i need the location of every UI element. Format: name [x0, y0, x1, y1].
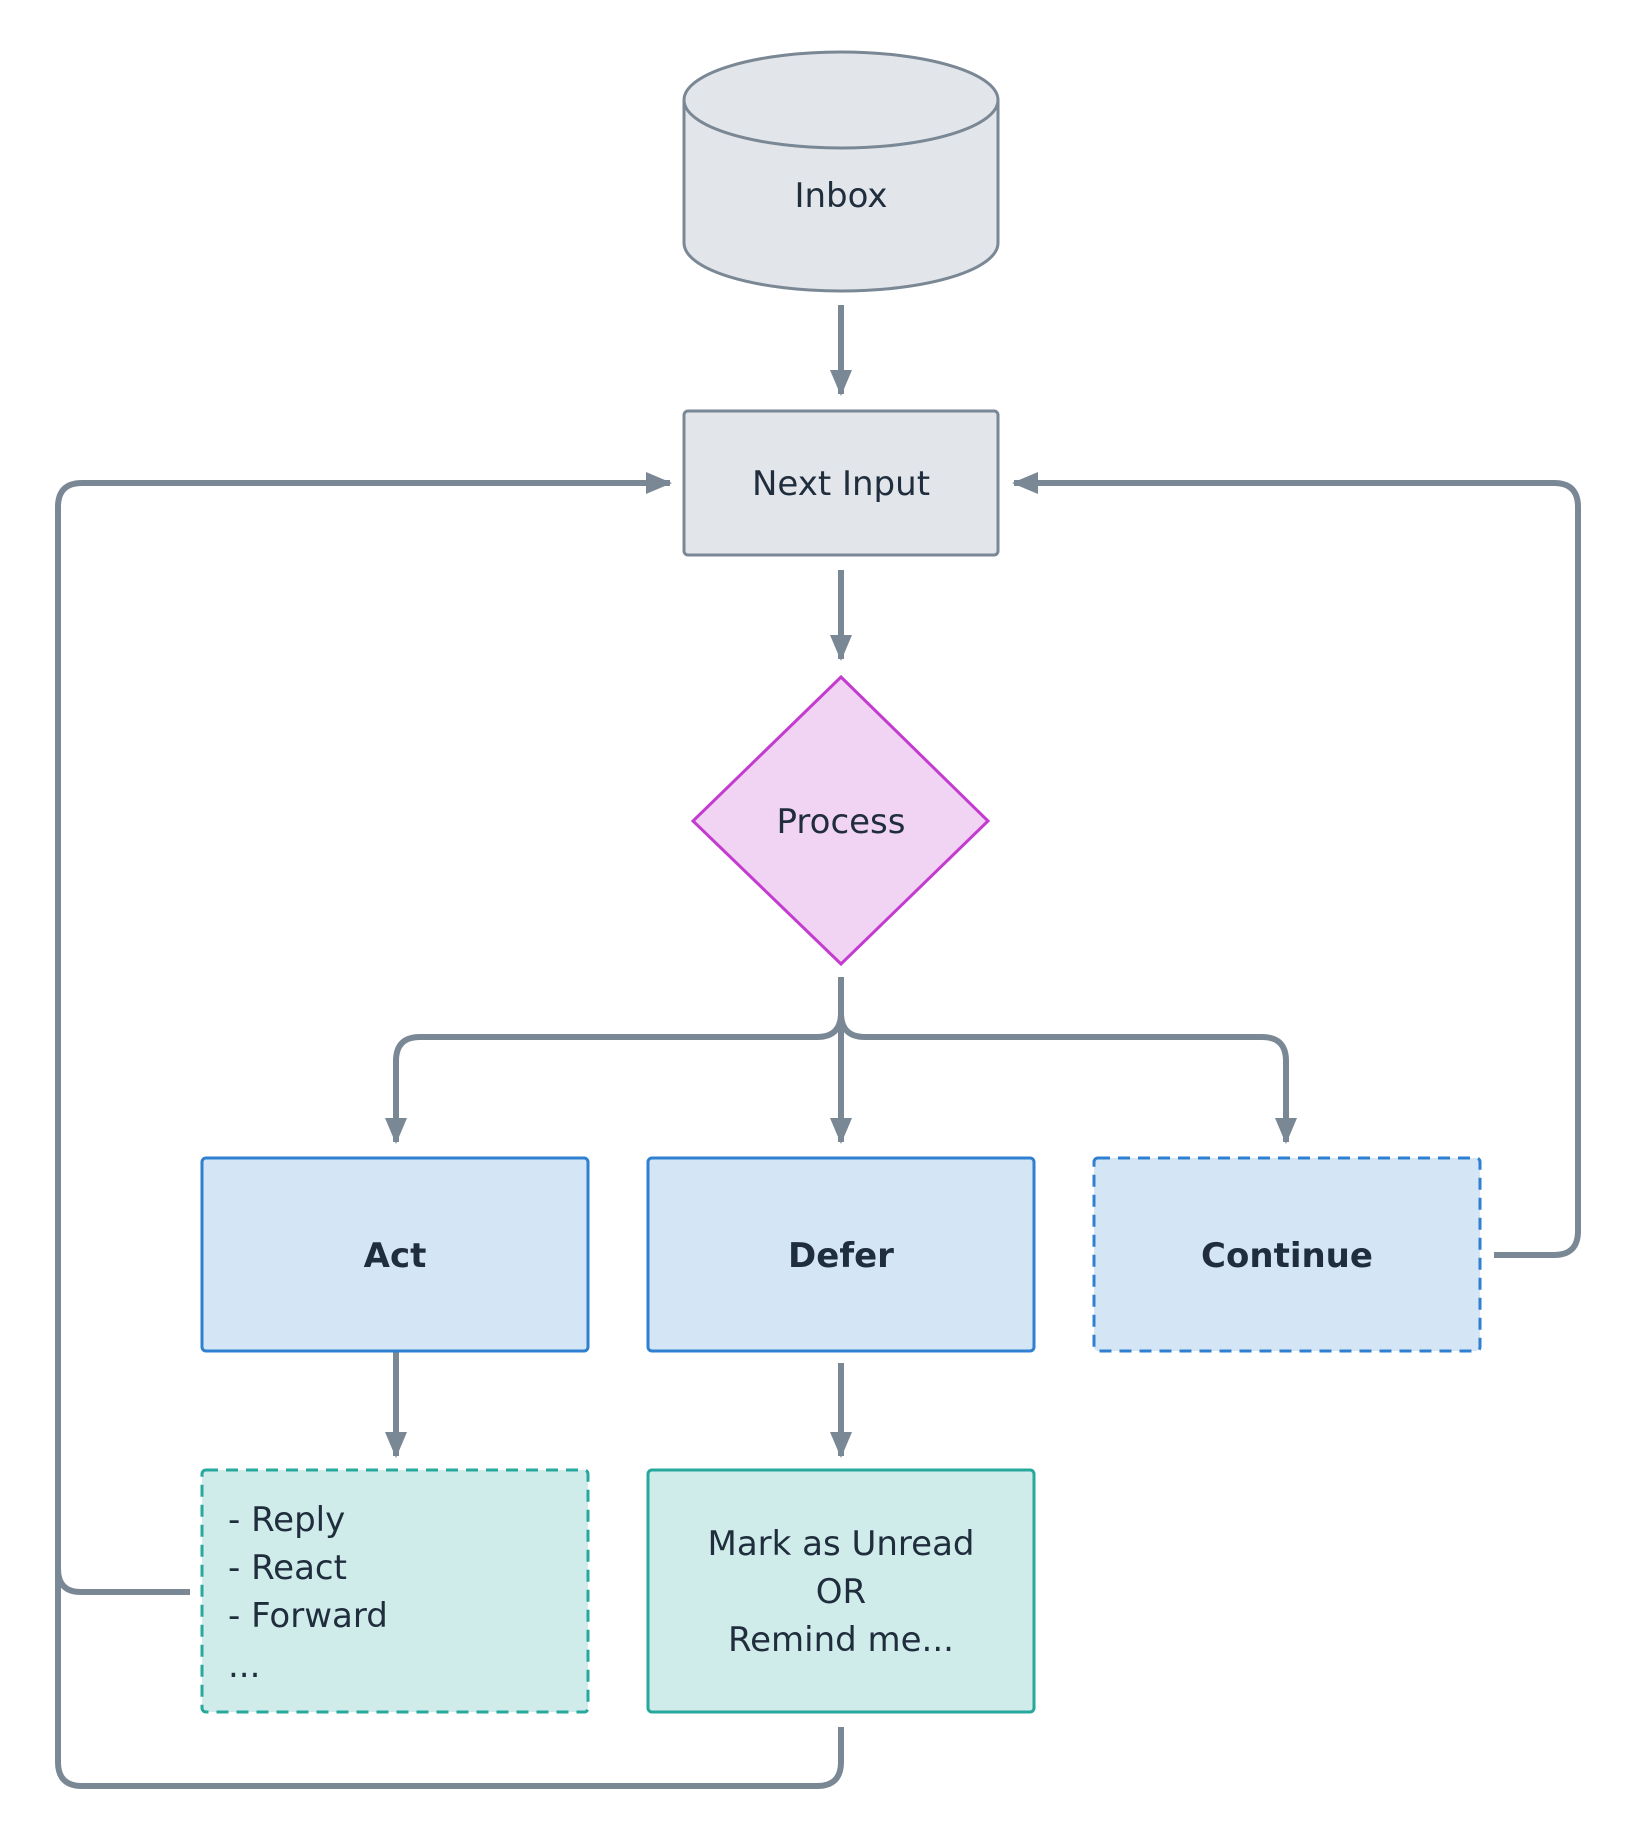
defer-label: Defer [788, 1236, 894, 1276]
continue-node: Continue [1092, 1156, 1482, 1353]
edge-actions-loop-to-next-input [55, 472, 672, 1595]
act-node: Act [200, 1156, 590, 1353]
inbox-label: Inbox [794, 176, 887, 216]
act-label: Act [364, 1236, 427, 1276]
inbox-node: Inbox [682, 50, 1000, 293]
inbox-cylinder-body [682, 100, 1000, 293]
edge-defer-result-loop [55, 1569, 844, 1789]
defer-box [646, 1156, 1036, 1353]
defer-result-or: OR [816, 1572, 866, 1612]
defer-result-box [646, 1468, 1036, 1714]
next-input-node: Next Input [682, 409, 1000, 557]
defer-result-mark-unread: Mark as Unread [707, 1524, 974, 1564]
next-input-box [682, 409, 1000, 557]
continue-box [1092, 1156, 1482, 1353]
process-diamond [690, 674, 991, 967]
edge-process-to-continue [838, 977, 1297, 1144]
defer-result-node: Mark as Unread OR Remind me... [646, 1468, 1036, 1714]
act-action-more: ... [228, 1646, 260, 1686]
next-input-label: Next Input [752, 464, 930, 504]
process-node: Process [690, 674, 991, 967]
act-action-react: - React [228, 1548, 347, 1588]
defer-result-remind: Remind me... [728, 1620, 954, 1660]
process-label: Process [777, 802, 906, 842]
edges [55, 305, 1581, 1789]
act-box [200, 1156, 590, 1353]
act-actions-box [200, 1468, 590, 1714]
inbox-cylinder-top [682, 50, 1000, 150]
defer-node: Defer [646, 1156, 1036, 1353]
act-action-reply: - Reply [228, 1500, 345, 1540]
continue-label: Continue [1201, 1236, 1373, 1276]
edge-continue-loop-to-next-input [1012, 472, 1581, 1258]
edge-process-to-act [385, 977, 844, 1144]
act-actions-node: - Reply - React - Forward ... [200, 1468, 590, 1714]
act-action-forward: - Forward [228, 1596, 388, 1636]
